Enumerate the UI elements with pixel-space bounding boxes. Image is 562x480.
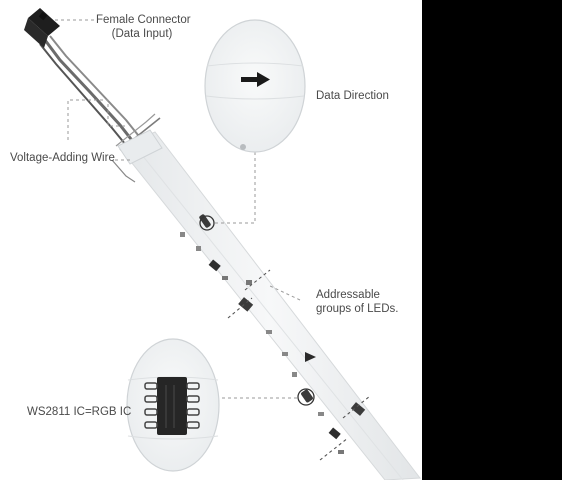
data-direction-bubble: [204, 19, 306, 153]
led-strip: [117, 129, 421, 480]
female-connector-label-line1: Female Connector: [96, 14, 191, 26]
addressable-label-line2: groups of LEDs.: [316, 303, 399, 315]
connector-cable: [39, 35, 147, 151]
ws2811-label: WS2811 IC=RGB IC: [27, 406, 132, 418]
addressable-label-line1: Addressable: [316, 289, 380, 301]
leader-lines: [55, 19, 301, 399]
addressable-label: Addressable groups of LEDs.: [316, 288, 398, 316]
cut-markers: [227, 269, 371, 461]
black-frame-panel: [422, 0, 562, 480]
ic-chip-icon: [144, 377, 200, 435]
strip-arrow-icon: [305, 352, 316, 362]
diagram-canvas: Female Connector (Data Input) Data Direc…: [0, 0, 422, 480]
strip-components: [180, 214, 366, 454]
direction-marker: [199, 215, 315, 406]
voltage-adding-wire-label: Voltage-Adding Wire: [10, 152, 115, 164]
female-connector-label: Female Connector (Data Input): [96, 13, 191, 41]
arrow-right-icon: [241, 72, 270, 87]
data-direction-label: Data Direction: [316, 90, 389, 102]
female-connector-icon: [24, 8, 60, 48]
led-strip-illustration: [24, 8, 421, 480]
female-connector-label-line2: (Data Input): [111, 28, 173, 40]
